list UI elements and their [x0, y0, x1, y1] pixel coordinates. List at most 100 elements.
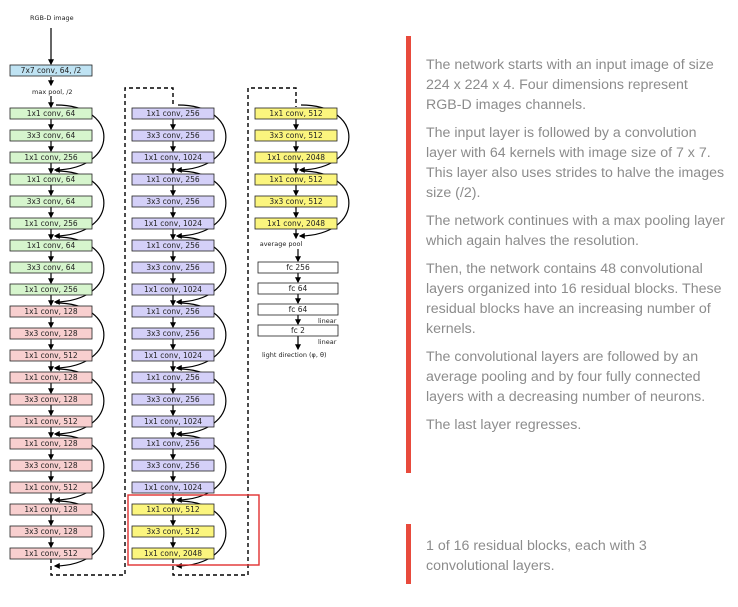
- col1-block3-layer1-label: 1x1 conv, 64: [27, 241, 76, 250]
- col1-block1-layer2-label: 3x3 conv, 64: [27, 131, 76, 140]
- output-label: light direction (φ, θ): [262, 351, 327, 359]
- fc-layer-4: [257, 324, 339, 337]
- linear-label-1: linear: [318, 317, 337, 325]
- col1-block4-layer2-label: 3x3 conv, 128: [24, 329, 78, 338]
- col1-block6-layer2-label: 3x3 conv, 128: [24, 461, 78, 470]
- col1-block6-layer3: [9, 481, 93, 494]
- col1-block3-layer2: [9, 261, 93, 274]
- col1-block7-layer2-label: 3x3 conv, 128: [24, 527, 78, 536]
- col1-block7-layer3: [9, 547, 93, 560]
- col1-block6-layer1-label: 1x1 conv, 128: [24, 439, 78, 448]
- description-paragraph-fc: The convolutional layers are followed by…: [426, 349, 706, 405]
- average-pool-label: average pool: [260, 240, 303, 248]
- col2-block3-layer2: [131, 261, 215, 274]
- description-panel: The network starts with an input image o…: [426, 55, 726, 443]
- col3-block2-layer3: [254, 217, 338, 230]
- col1-block6-layer1: [9, 437, 93, 450]
- col2-block4-layer1: [131, 305, 215, 318]
- col3-block1-layer3: [254, 151, 338, 164]
- col1-block4-layer2: [9, 327, 93, 340]
- col1-block6-layer3-label: 1x1 conv, 512: [24, 483, 78, 492]
- max-pool-label: max pool, /2: [32, 88, 73, 96]
- col2-block6-layer3-label: 1x1 conv, 1024: [144, 483, 202, 492]
- col1-block2-layer3-label: 1x1 conv, 256: [24, 219, 78, 228]
- description-paragraph-input: The network starts with an input image o…: [426, 57, 714, 113]
- callout-accent-bar: [406, 524, 411, 584]
- col2-block7-layer1: [131, 503, 215, 516]
- col1-block4-layer1-label: 1x1 conv, 128: [24, 307, 78, 316]
- col2-block6-layer2: [131, 459, 215, 472]
- col2-block5-layer3-label: 1x1 conv, 1024: [144, 417, 202, 426]
- col2-block1-layer1-label: 1x1 conv, 256: [146, 109, 200, 118]
- col3-block1-layer1: [254, 107, 338, 120]
- input-label: RGB-D image: [30, 14, 74, 22]
- col1-block1-layer1: [9, 107, 93, 120]
- col2-block7-layer2-label: 3x3 conv, 512: [146, 527, 200, 536]
- col3-block1-layer3-label: 1x1 conv, 2048: [267, 153, 325, 162]
- col2-block3-layer2-label: 3x3 conv, 256: [146, 263, 200, 272]
- col3-block2-layer1-label: 1x1 conv, 512: [269, 175, 323, 184]
- col1-block3-layer1: [9, 239, 93, 252]
- col1-block5-layer3-label: 1x1 conv, 512: [24, 417, 78, 426]
- col2-block6-layer1: [131, 437, 215, 450]
- description-paragraph-output: The last layer regresses.: [426, 417, 582, 433]
- col1-block1-layer2: [9, 129, 93, 142]
- col1-block7-layer3-label: 1x1 conv, 512: [24, 549, 78, 558]
- col2-block5-layer1: [131, 371, 215, 384]
- highlighted-residual-block-box: [127, 494, 260, 566]
- col2-block7-layer2: [131, 525, 215, 538]
- col1-block7-layer1: [9, 503, 93, 516]
- col2-block2-layer1: [131, 173, 215, 186]
- col1-block5-layer2: [9, 393, 93, 406]
- col3-block1-layer1-label: 1x1 conv, 512: [269, 109, 323, 118]
- col2-block3-layer1-label: 1x1 conv, 256: [146, 241, 200, 250]
- col2-block2-layer2-label: 3x3 conv, 256: [146, 197, 200, 206]
- col2-block2-layer3: [131, 217, 215, 230]
- col2-block1-layer2: [131, 129, 215, 142]
- col1-block3-layer2-label: 3x3 conv, 64: [27, 263, 76, 272]
- conv-7x7-layer-label: 7x7 conv, 64, /2: [21, 66, 82, 75]
- col1-block2-layer1-label: 1x1 conv, 64: [27, 175, 76, 184]
- col3-block1-layer2: [254, 129, 338, 142]
- fc-layer-3: [257, 303, 339, 316]
- col2-block1-layer3: [131, 151, 215, 164]
- col2-block1-layer1: [131, 107, 215, 120]
- col2-block7-layer3: [131, 547, 215, 560]
- col2-block5-layer1-label: 1x1 conv, 256: [146, 373, 200, 382]
- col2-block2-layer1-label: 1x1 conv, 256: [146, 175, 200, 184]
- col1-block2-layer3: [9, 217, 93, 230]
- col2-block5-layer2-label: 3x3 conv, 256: [146, 395, 200, 404]
- fc-layer-1-label: fc 256: [286, 263, 310, 272]
- col2-block6-layer3: [131, 481, 215, 494]
- col2-block2-layer2: [131, 195, 215, 208]
- col1-block1-layer3-label: 1x1 conv, 256: [24, 153, 78, 162]
- col1-block2-layer2-label: 3x3 conv, 64: [27, 197, 76, 206]
- col2-block7-layer1-label: 1x1 conv, 512: [146, 505, 200, 514]
- col1-block6-layer2: [9, 459, 93, 472]
- fc-layer-1: [257, 261, 339, 274]
- col1-block2-layer1: [9, 173, 93, 186]
- col2-block4-layer3: [131, 349, 215, 362]
- fc-layer-3-label: fc 64: [289, 305, 308, 314]
- col2-block4-layer1-label: 1x1 conv, 256: [146, 307, 200, 316]
- col1-block7-layer1-label: 1x1 conv, 128: [24, 505, 78, 514]
- col1-block5-layer1-label: 1x1 conv, 128: [24, 373, 78, 382]
- col3-block2-layer1: [254, 173, 338, 186]
- description-paragraph-residual: Then, the network contains 48 convolutio…: [426, 261, 722, 337]
- col2-block1-layer2-label: 3x3 conv, 256: [146, 131, 200, 140]
- col3-block2-layer2-label: 3x3 conv, 512: [269, 197, 323, 206]
- callout-text: 1 of 16 residual blocks, each with 3 con…: [426, 538, 647, 574]
- col1-block4-layer3-label: 1x1 conv, 512: [24, 351, 78, 360]
- col3-block2-layer2: [254, 195, 338, 208]
- col1-block3-layer3-label: 1x1 conv, 256: [24, 285, 78, 294]
- fc-layer-2-label: fc 64: [289, 284, 308, 293]
- col1-block3-layer3: [9, 283, 93, 296]
- col1-block7-layer2: [9, 525, 93, 538]
- description-paragraph-conv: The input layer is followed by a convolu…: [426, 125, 725, 201]
- col1-block4-layer1: [9, 305, 93, 318]
- col1-block4-layer3: [9, 349, 93, 362]
- col1-block5-layer3: [9, 415, 93, 428]
- description-paragraph-pool: The network continues with a max pooling…: [426, 213, 725, 249]
- col2-block2-layer3-label: 1x1 conv, 1024: [144, 219, 202, 228]
- col1-block1-layer1-label: 1x1 conv, 64: [27, 109, 76, 118]
